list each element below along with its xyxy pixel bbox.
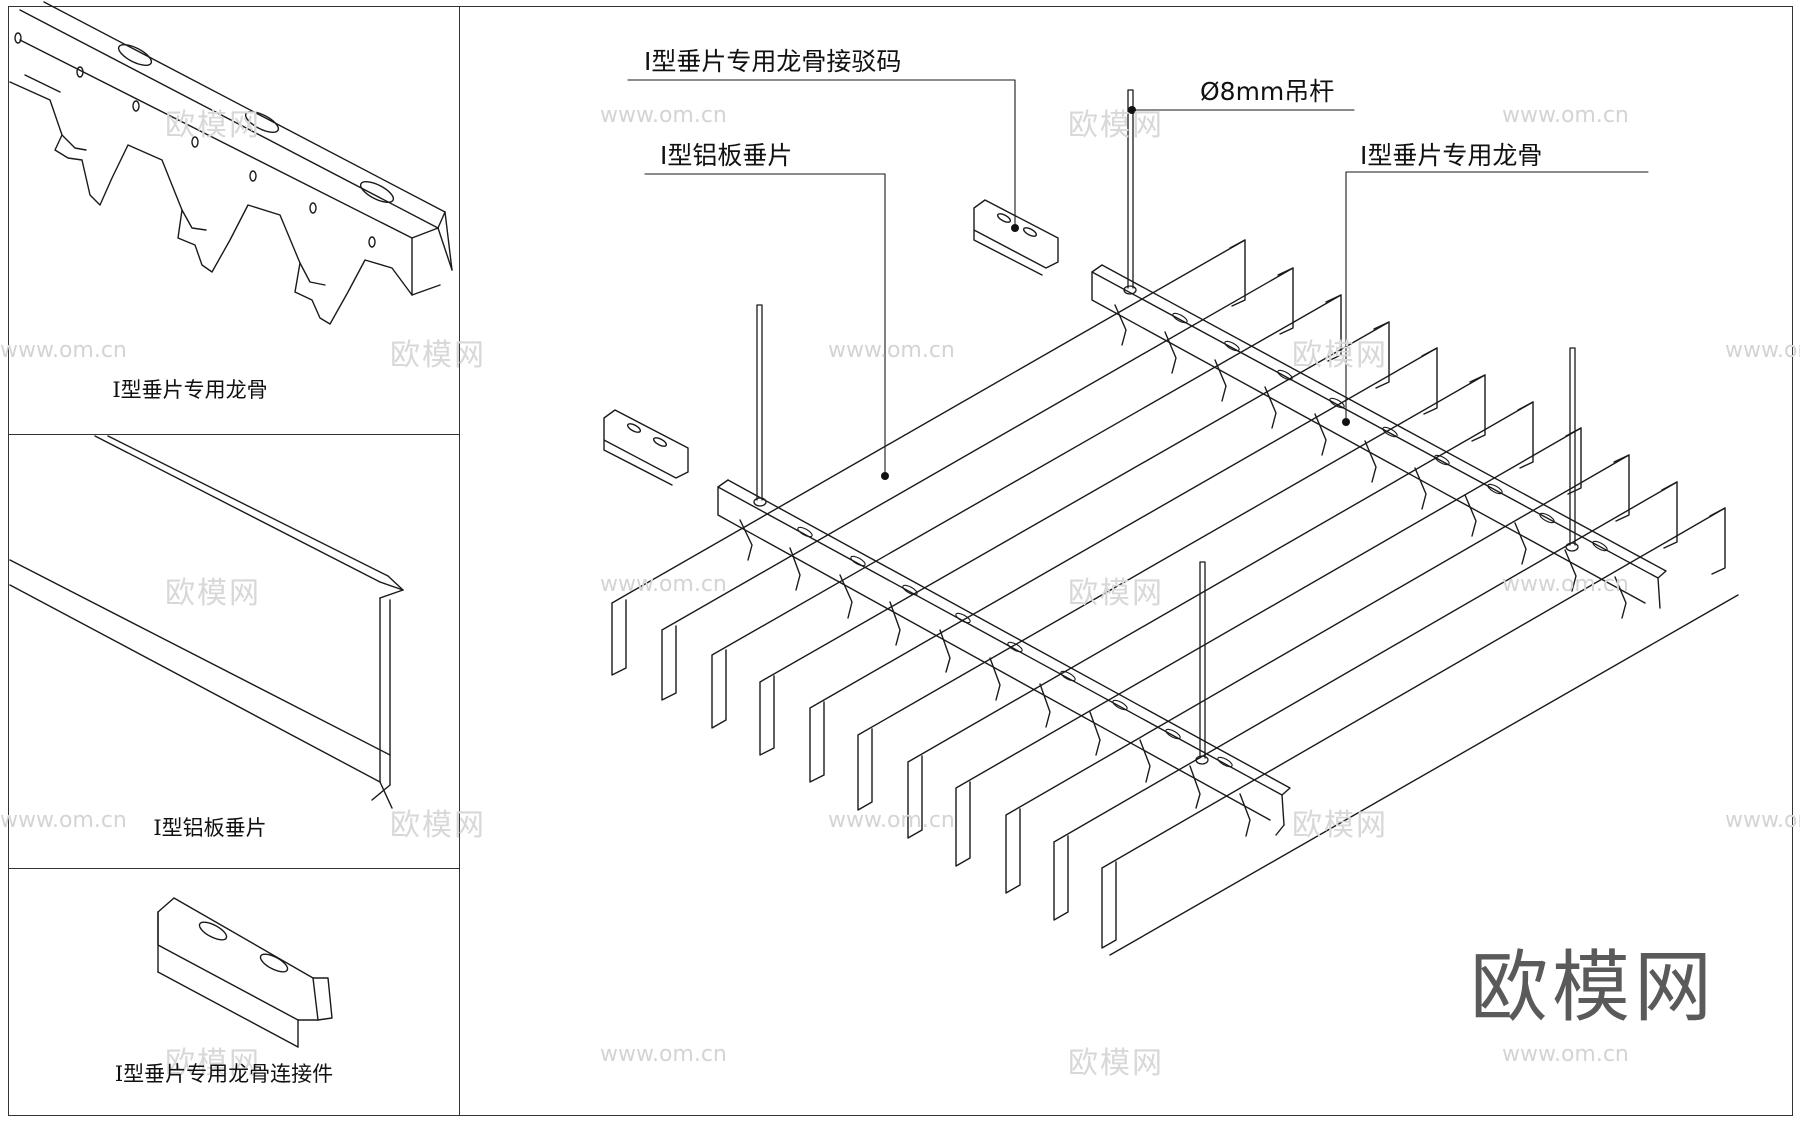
baffle-panels xyxy=(611,239,1739,956)
back-keel xyxy=(1091,264,1667,619)
leader-dots xyxy=(881,106,1350,480)
panel-label-panel: I型铝板垂片 xyxy=(153,816,267,840)
detail-column xyxy=(8,6,460,1116)
ceiling-assembly-drawing xyxy=(603,89,1739,956)
callout-rod: Ø8mm吊杆 xyxy=(1200,77,1335,106)
hanger-rods xyxy=(753,89,1579,765)
panel-divider-2 xyxy=(8,868,460,869)
panel-divider-1 xyxy=(8,434,460,435)
drawing-frame xyxy=(8,6,1793,1116)
leader-lines xyxy=(627,79,1649,477)
panel-label-keel: I型垂片专用龙骨 xyxy=(112,378,268,402)
connector-pieces xyxy=(603,199,1059,486)
connector-detail-drawing xyxy=(157,897,333,1048)
brand-logo: 欧模网 xyxy=(1470,943,1717,1033)
panel-label-connector: I型垂片专用龙骨连接件 xyxy=(114,1062,334,1086)
keel-detail-drawing xyxy=(9,1,453,325)
front-keel xyxy=(717,479,1291,837)
panel-detail-drawing xyxy=(9,435,404,809)
callout-connector: I型垂片专用龙骨接驳码 xyxy=(644,47,902,76)
callout-keel: I型垂片专用龙骨 xyxy=(1360,141,1543,170)
callout-panel: I型铝板垂片 xyxy=(660,141,793,170)
